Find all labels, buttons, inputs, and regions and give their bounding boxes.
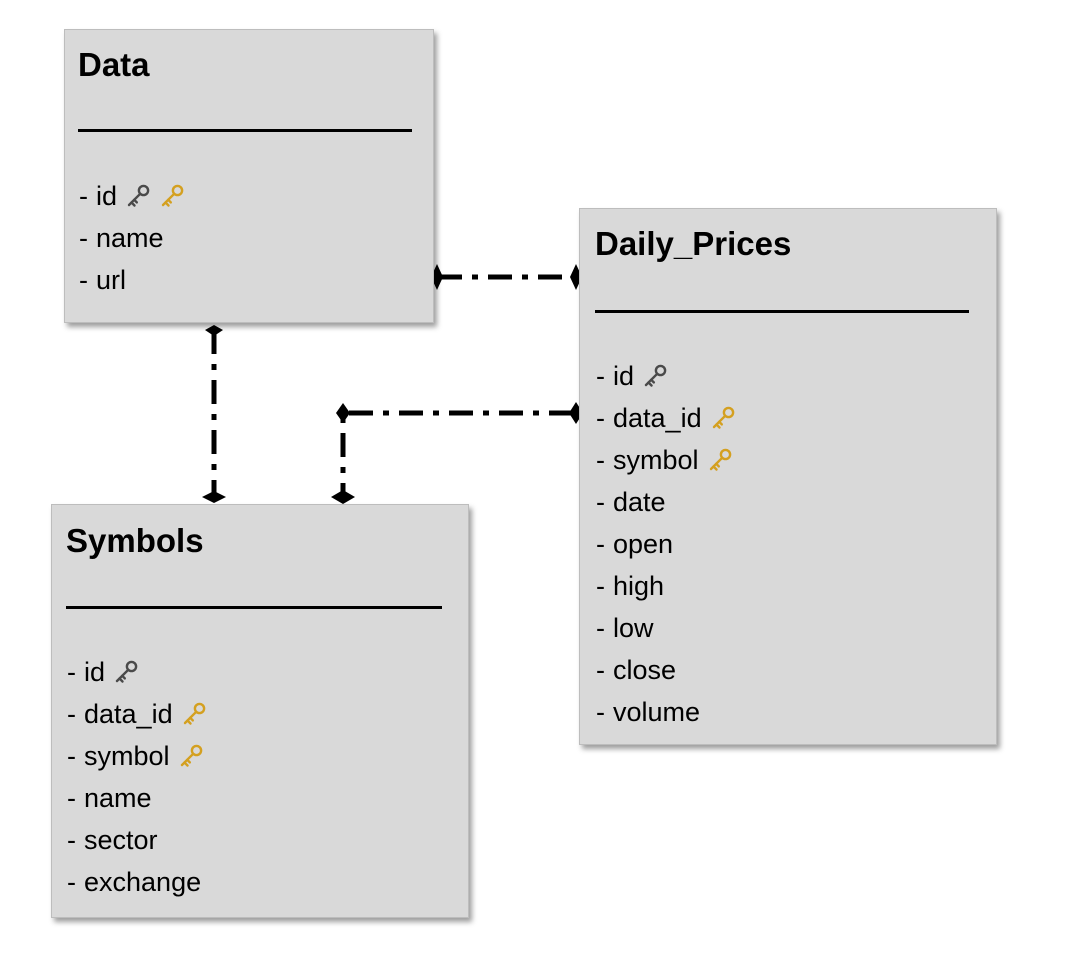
field-label: data_id	[613, 402, 702, 433]
field-row: -volume	[596, 691, 736, 733]
connector-endpoint-diamond	[336, 403, 350, 423]
connector-endpoint-diamond	[331, 490, 355, 504]
field-row: -sector	[67, 819, 207, 861]
field-label: close	[613, 654, 677, 685]
field-label: name	[84, 782, 152, 813]
field-row: -id	[67, 651, 207, 693]
primary-key-icon	[113, 659, 139, 685]
field-label: low	[613, 612, 654, 643]
field-bullet: -	[596, 360, 605, 391]
field-row: -data_id	[67, 693, 207, 735]
field-bullet: -	[67, 656, 76, 687]
field-bullet: -	[79, 264, 88, 295]
field-label: open	[613, 528, 674, 559]
field-list: -id-name-url	[79, 175, 185, 301]
field-label: id	[84, 656, 106, 687]
connector-endpoint-diamond	[205, 325, 223, 336]
table-daily-prices[interactable]: Daily_Prices -id-data_id-symbol-date-ope…	[579, 208, 997, 745]
field-label: url	[96, 264, 127, 295]
field-row: -high	[596, 565, 736, 607]
field-row: -name	[67, 777, 207, 819]
field-bullet: -	[596, 444, 605, 475]
field-row: -id	[596, 355, 736, 397]
table-title: Symbols	[66, 522, 204, 559]
title-divider	[595, 310, 969, 313]
field-row: -low	[596, 607, 736, 649]
field-bullet: -	[596, 528, 605, 559]
field-bullet: -	[596, 402, 605, 433]
connector-endpoint-diamond	[431, 264, 443, 290]
table-data[interactable]: Data -id-name-url	[64, 29, 434, 323]
field-row: -date	[596, 481, 736, 523]
field-bullet: -	[79, 222, 88, 253]
connector-endpoint-diamond	[202, 491, 226, 503]
field-label: sector	[84, 824, 158, 855]
field-row: -close	[596, 649, 736, 691]
field-label: high	[613, 570, 665, 601]
field-row: -open	[596, 523, 736, 565]
title-divider	[66, 606, 442, 609]
field-label: symbol	[613, 444, 699, 475]
field-bullet: -	[67, 866, 76, 897]
primary-key-icon	[125, 183, 151, 209]
field-label: data_id	[84, 698, 173, 729]
title-divider	[78, 129, 412, 132]
field-row: -url	[79, 259, 185, 301]
field-label: volume	[613, 696, 701, 727]
field-bullet: -	[596, 654, 605, 685]
field-bullet: -	[596, 612, 605, 643]
field-bullet: -	[79, 180, 88, 211]
foreign-key-icon	[710, 405, 736, 431]
field-label: date	[613, 486, 666, 517]
field-bullet: -	[67, 824, 76, 855]
field-bullet: -	[67, 782, 76, 813]
field-row: -symbol	[596, 439, 736, 481]
field-label: exchange	[84, 866, 202, 897]
table-title: Daily_Prices	[595, 225, 792, 262]
field-row: -symbol	[67, 735, 207, 777]
table-title: Data	[78, 46, 150, 83]
connector-symbols-daily-prices	[340, 410, 573, 495]
field-row: -exchange	[67, 861, 207, 903]
field-bullet: -	[596, 486, 605, 517]
field-label: name	[96, 222, 164, 253]
field-label: id	[613, 360, 635, 391]
field-row: -id	[79, 175, 185, 217]
field-list: -id-data_id-symbol-date-open-high-low-cl…	[596, 355, 736, 733]
field-row: -data_id	[596, 397, 736, 439]
field-label: id	[96, 180, 118, 211]
field-bullet: -	[67, 698, 76, 729]
field-row: -name	[79, 217, 185, 259]
foreign-key-icon	[707, 447, 733, 473]
foreign-key-icon	[159, 183, 185, 209]
field-label: symbol	[84, 740, 170, 771]
field-list: -id-data_id-symbol-name-sector-exchange	[67, 651, 207, 903]
primary-key-icon	[642, 363, 668, 389]
table-symbols[interactable]: Symbols -id-data_id-symbol-name-sector-e…	[51, 504, 469, 918]
foreign-key-icon	[181, 701, 207, 727]
foreign-key-icon	[178, 743, 204, 769]
field-bullet: -	[596, 696, 605, 727]
field-bullet: -	[596, 570, 605, 601]
field-bullet: -	[67, 740, 76, 771]
